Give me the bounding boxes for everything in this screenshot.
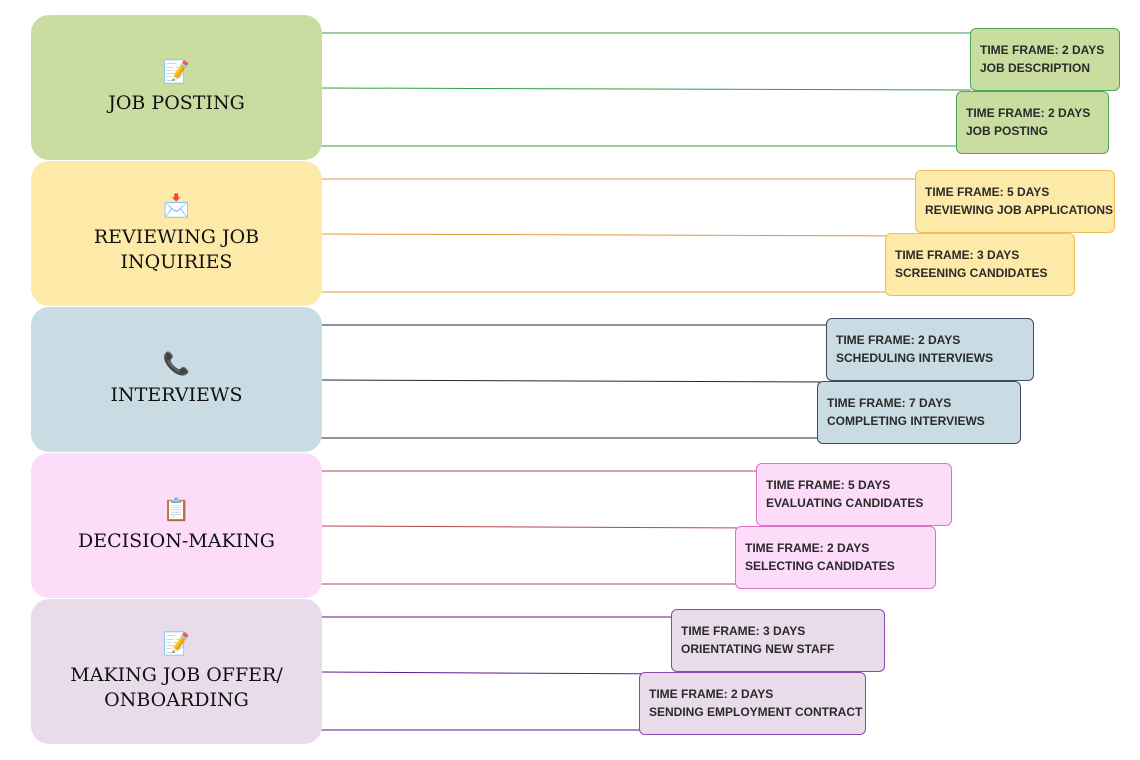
task-name: SENDING EMPLOYMENT CONTRACT	[649, 705, 863, 719]
connector-line	[319, 525, 758, 529]
task-box: TIME FRAME: 2 DAYS JOB POSTING	[956, 91, 1109, 154]
memo-icon: 📝	[162, 59, 191, 84]
connector-line	[319, 233, 917, 237]
connector-line	[319, 379, 828, 383]
task-name: EVALUATING CANDIDATES	[766, 496, 924, 510]
stage-card: 📝 JOB POSTING	[31, 15, 322, 160]
task-name: JOB POSTING	[966, 124, 1049, 138]
task-name: ORIENTATING NEW STAFF	[681, 642, 835, 656]
stage-card: 📞 INTERVIEWS	[31, 307, 322, 452]
envelope-icon: 📩	[162, 192, 191, 218]
task-box: TIME FRAME: 2 DAYS JOB DESCRIPTION	[970, 28, 1120, 91]
task-box: TIME FRAME: 5 DAYS EVALUATING CANDIDATES	[756, 463, 952, 526]
task-box: TIME FRAME: 2 DAYS SENDING EMPLOYMENT CON…	[639, 672, 866, 735]
task-name: SELECTING CANDIDATES	[745, 559, 895, 573]
task-box: TIME FRAME: 7 DAYS COMPLETING INTERVIEWS	[817, 381, 1021, 444]
stage-label: INTERVIEWS	[110, 384, 243, 406]
stage-label: DECISION-MAKING	[78, 530, 275, 552]
stage-card: 📝 MAKING JOB OFFER/ ONBOARDING	[31, 599, 322, 744]
task-time-frame: TIME FRAME: 7 DAYS	[827, 396, 952, 410]
task-name: JOB DESCRIPTION	[980, 61, 1091, 75]
phone-icon: 📞	[162, 351, 191, 376]
task-box: TIME FRAME: 2 DAYS SCHEDULING INTERVIEWS	[826, 318, 1034, 381]
task-box: TIME FRAME: 3 DAYS SCREENING CANDIDATES	[885, 233, 1075, 296]
task-time-frame: TIME FRAME: 2 DAYS	[836, 333, 961, 347]
task-time-frame: TIME FRAME: 2 DAYS	[745, 541, 870, 555]
connector-line	[319, 87, 972, 91]
stage-label: JOB POSTING	[108, 92, 245, 114]
task-time-frame: TIME FRAME: 2 DAYS	[649, 687, 774, 701]
task-name: COMPLETING INTERVIEWS	[827, 414, 985, 428]
stage-card: 📋 DECISION-MAKING	[31, 453, 322, 598]
task-box: TIME FRAME: 3 DAYS ORIENTATING NEW STAFF	[671, 609, 885, 672]
task-time-frame: TIME FRAME: 3 DAYS	[895, 248, 1020, 262]
task-name: SCREENING CANDIDATES	[895, 266, 1048, 280]
memo-icon: 📝	[162, 630, 191, 656]
stage-label: MAKING JOB OFFER/ ONBOARDING	[70, 663, 283, 711]
clipboard-icon: 📋	[162, 497, 191, 522]
stage-label: REVIEWING JOB INQUIRIES	[93, 225, 260, 273]
task-time-frame: TIME FRAME: 2 DAYS	[980, 43, 1105, 57]
stage-card: 📩 REVIEWING JOB INQUIRIES	[31, 161, 322, 306]
task-name: SCHEDULING INTERVIEWS	[836, 351, 994, 365]
task-time-frame: TIME FRAME: 2 DAYS	[966, 106, 1091, 120]
task-time-frame: TIME FRAME: 5 DAYS	[766, 478, 891, 492]
task-box: TIME FRAME: 2 DAYS SELECTING CANDIDATES	[735, 526, 936, 589]
task-time-frame: TIME FRAME: 3 DAYS	[681, 624, 806, 638]
task-name: REVIEWING JOB APPLICATIONS	[925, 203, 1114, 217]
task-time-frame: TIME FRAME: 5 DAYS	[925, 185, 1050, 199]
task-box: TIME FRAME: 5 DAYS REVIEWING JOB APPLICAT…	[915, 170, 1115, 233]
connector-line	[319, 671, 673, 675]
